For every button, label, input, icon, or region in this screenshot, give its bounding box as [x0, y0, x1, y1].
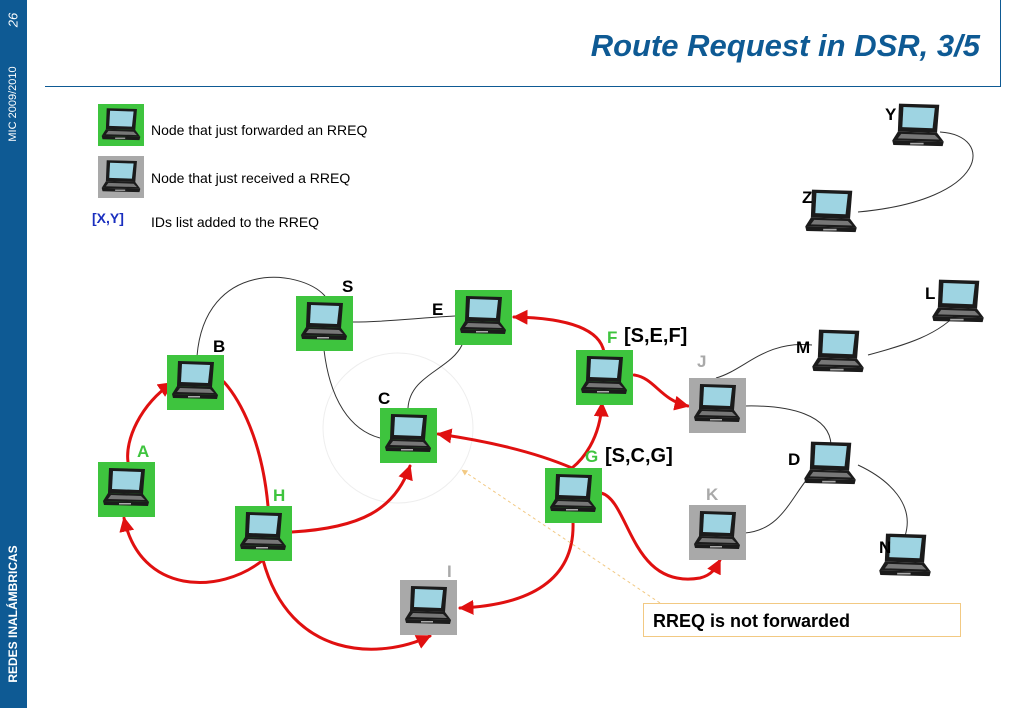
arrow-h-b [222, 380, 270, 508]
link-y-z [857, 131, 974, 213]
link-j-d [744, 405, 832, 446]
node-label: M [796, 338, 810, 357]
node-l [932, 279, 984, 323]
node-label: F [607, 328, 617, 347]
links [196, 131, 974, 537]
node-label: Z [802, 188, 812, 207]
laptop-icon [694, 511, 740, 549]
callout-text: RREQ is not forwarded [653, 611, 851, 631]
link-d-n [857, 464, 908, 537]
laptop-icon [694, 384, 740, 422]
arrow-f-e [512, 309, 606, 354]
node-label: D [788, 450, 800, 469]
node-label: B [213, 337, 225, 356]
node-label: G [585, 447, 598, 466]
legend-received-text: Node that just received a RREQ [151, 170, 351, 186]
sidebar: 26 MIC 2009/2010 REDES INALÁMBRICAS [0, 0, 27, 708]
laptop-icon [405, 586, 451, 624]
arrow-g-i [458, 520, 575, 615]
laptop-icon [460, 296, 506, 334]
id-list-f: [S,E,F] [624, 325, 687, 347]
node-label: K [706, 485, 719, 504]
node-j [689, 378, 746, 433]
node-g [545, 468, 602, 523]
node-s [296, 296, 353, 351]
arrow-f-j [632, 373, 690, 411]
node-label: S [342, 277, 353, 296]
link-s-c [323, 349, 381, 439]
node-label: E [432, 300, 443, 319]
node-m [812, 329, 864, 373]
arrow-h-i [261, 558, 432, 651]
node-k [689, 505, 746, 560]
arrow-g-c [436, 428, 574, 470]
arrow-g-k [599, 491, 722, 581]
laptop-icon [301, 302, 347, 340]
node-y [892, 103, 944, 147]
node-label: N [879, 538, 891, 557]
legend-laptop-icon [101, 108, 141, 141]
range-circle [322, 352, 474, 504]
legend-ids-sample: [X,Y] [92, 210, 124, 226]
legend-ids-text: IDs list added to the RREQ [151, 214, 320, 230]
laptop-icon [172, 361, 218, 399]
arrow-g-f [570, 401, 609, 470]
slide-title: Route Request in DSR, 3/5 [590, 28, 980, 63]
title-vertical-divider [1000, 0, 1001, 87]
arrow-h-c [290, 464, 413, 534]
node-label: H [273, 486, 285, 505]
node-label: I [447, 562, 452, 581]
laptop-icon [550, 474, 596, 512]
node-label: Y [885, 105, 897, 124]
legend-laptop-icon [101, 160, 141, 193]
node-label: A [137, 442, 149, 461]
link-j-m [715, 343, 813, 379]
node-f [576, 350, 633, 405]
node-e [455, 290, 512, 345]
laptop-icon [385, 414, 431, 452]
link-s-e [351, 315, 456, 323]
node-z [805, 189, 857, 233]
link-k-d [744, 477, 809, 534]
legend-forwarded-text: Node that just forwarded an RREQ [151, 122, 368, 138]
link-b-s [196, 276, 326, 357]
arrow-h-a [119, 516, 265, 585]
rreq-arrows [119, 309, 722, 651]
node-c [380, 408, 437, 463]
node-label: L [925, 284, 935, 303]
id-list-g: [S,C,G] [605, 445, 673, 467]
link-c-e [407, 344, 463, 409]
callout-pointer [461, 469, 661, 604]
node-h [235, 506, 292, 561]
laptop-icon [103, 468, 149, 506]
node-b [167, 355, 224, 410]
node-a [98, 462, 155, 517]
callout-box: RREQ is not forwarded [643, 603, 961, 637]
laptop-icon [240, 512, 286, 550]
node-i [400, 580, 457, 635]
node-label: C [378, 389, 390, 408]
title-divider [45, 86, 1001, 87]
node-label: J [697, 352, 706, 371]
node-d [804, 441, 856, 485]
laptop-icon [581, 356, 627, 394]
arrow-a-b [126, 381, 174, 464]
